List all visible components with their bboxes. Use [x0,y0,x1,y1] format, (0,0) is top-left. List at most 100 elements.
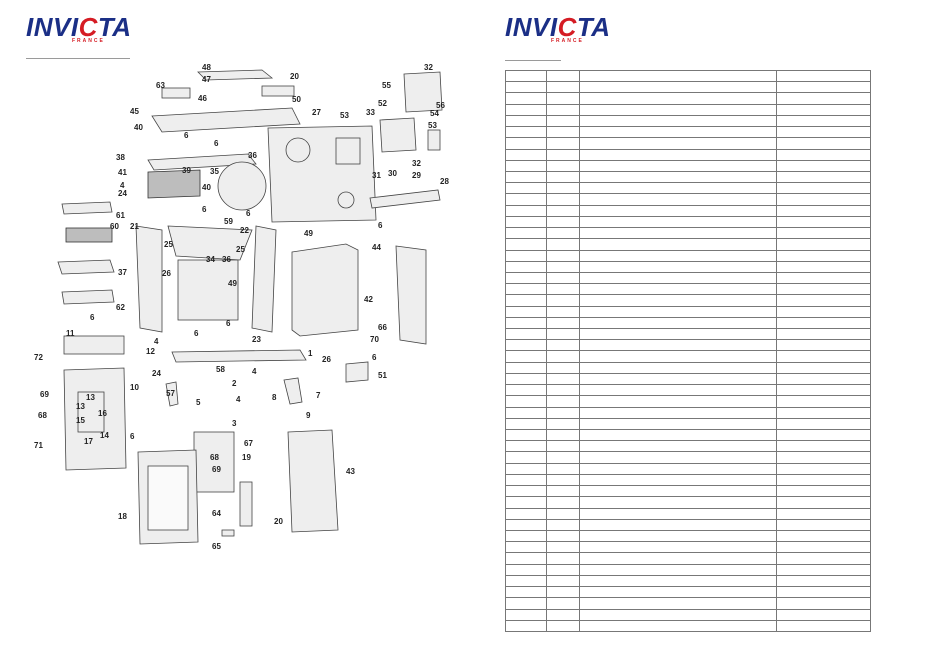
svg-text:32: 32 [424,63,433,72]
part-upper-plate [147,153,257,171]
svg-text:26: 26 [322,355,331,364]
table-cell [776,260,871,273]
table-cell [776,283,871,296]
svg-text:50: 50 [292,95,301,104]
table-cell [776,361,871,374]
table-cell [546,417,580,431]
table-row [505,384,871,397]
table-cell [505,608,547,621]
table-cell [546,619,580,633]
table-cell [505,473,547,487]
table-cell [579,586,777,599]
table-cell [505,619,547,633]
table-cell [546,305,580,318]
svg-text:31: 31 [372,171,381,180]
svg-text:68: 68 [210,453,219,462]
table-cell [505,81,547,94]
table-cell [505,103,547,116]
table-cell [505,417,547,431]
part-plate-37 [57,259,115,275]
svg-text:25: 25 [236,245,245,254]
brand-subtitle: FRANCE [72,38,105,44]
table-cell [579,417,777,431]
table-cell [546,608,580,621]
table-cell [776,417,871,431]
part-front-panel-43 [287,429,339,533]
table-row [505,372,871,386]
part-bracket-11 [63,335,125,355]
svg-text:6: 6 [184,131,189,140]
table-cell [776,440,871,453]
table-cell [776,182,871,195]
table-row [505,586,871,599]
table-cell [579,563,777,576]
svg-text:6: 6 [202,205,207,214]
table-cell [505,541,547,554]
table-row [505,193,871,206]
table-row [505,440,871,453]
table-row [505,81,871,94]
svg-text:4: 4 [236,395,241,404]
svg-text:53: 53 [428,121,437,130]
table-cell [776,170,871,184]
table-cell [546,428,580,442]
table-cell [505,305,547,318]
part-rod-19 [239,481,253,527]
table-cell [776,294,871,307]
part-leg [165,381,179,407]
svg-text:29: 29 [412,171,421,180]
svg-text:44: 44 [372,243,381,252]
table-row [505,69,871,83]
table-cell [579,339,777,352]
table-cell [776,428,871,442]
svg-text:35: 35 [210,167,219,176]
table-cell [579,305,777,318]
table-cell [579,294,777,307]
table-cell [579,69,777,83]
table-cell [776,238,871,251]
table-cell [579,518,777,531]
header-rule-right [505,60,561,61]
table-cell [505,148,547,161]
table-cell [579,462,777,475]
table-cell [546,69,580,83]
table-cell [505,350,547,363]
table-cell [579,428,777,442]
table-row [505,339,871,352]
table-cell [579,227,777,240]
table-cell [579,215,777,229]
part-hopper-42 [291,243,359,337]
table-cell [579,114,777,128]
table-cell [546,328,580,341]
part-board-52 [379,117,417,153]
svg-text:40: 40 [202,183,211,192]
table-cell [546,227,580,240]
table-row [505,305,871,318]
part-base-1 [171,349,307,363]
table-cell [505,563,547,576]
table-cell [579,384,777,397]
svg-text:36: 36 [222,255,231,264]
table-cell [776,608,871,621]
part-rear-box [335,137,361,165]
table-cell [776,507,871,520]
svg-text:38: 38 [116,153,125,162]
table-cell [546,283,580,296]
table-row [505,260,871,273]
table-cell [505,328,547,341]
table-cell [776,552,871,565]
table-cell [505,507,547,520]
part-side-66 [395,245,427,345]
svg-text:27: 27 [312,108,321,117]
svg-text:40: 40 [134,123,143,132]
svg-text:6: 6 [226,319,231,328]
table-row [505,148,871,161]
table-cell [579,485,777,498]
svg-text:70: 70 [370,335,379,344]
table-cell [776,215,871,229]
svg-text:41: 41 [118,168,127,177]
table-cell [505,114,547,128]
table-row [505,294,871,307]
brand-subtitle: FRANCE [551,38,584,44]
table-cell [776,496,871,509]
